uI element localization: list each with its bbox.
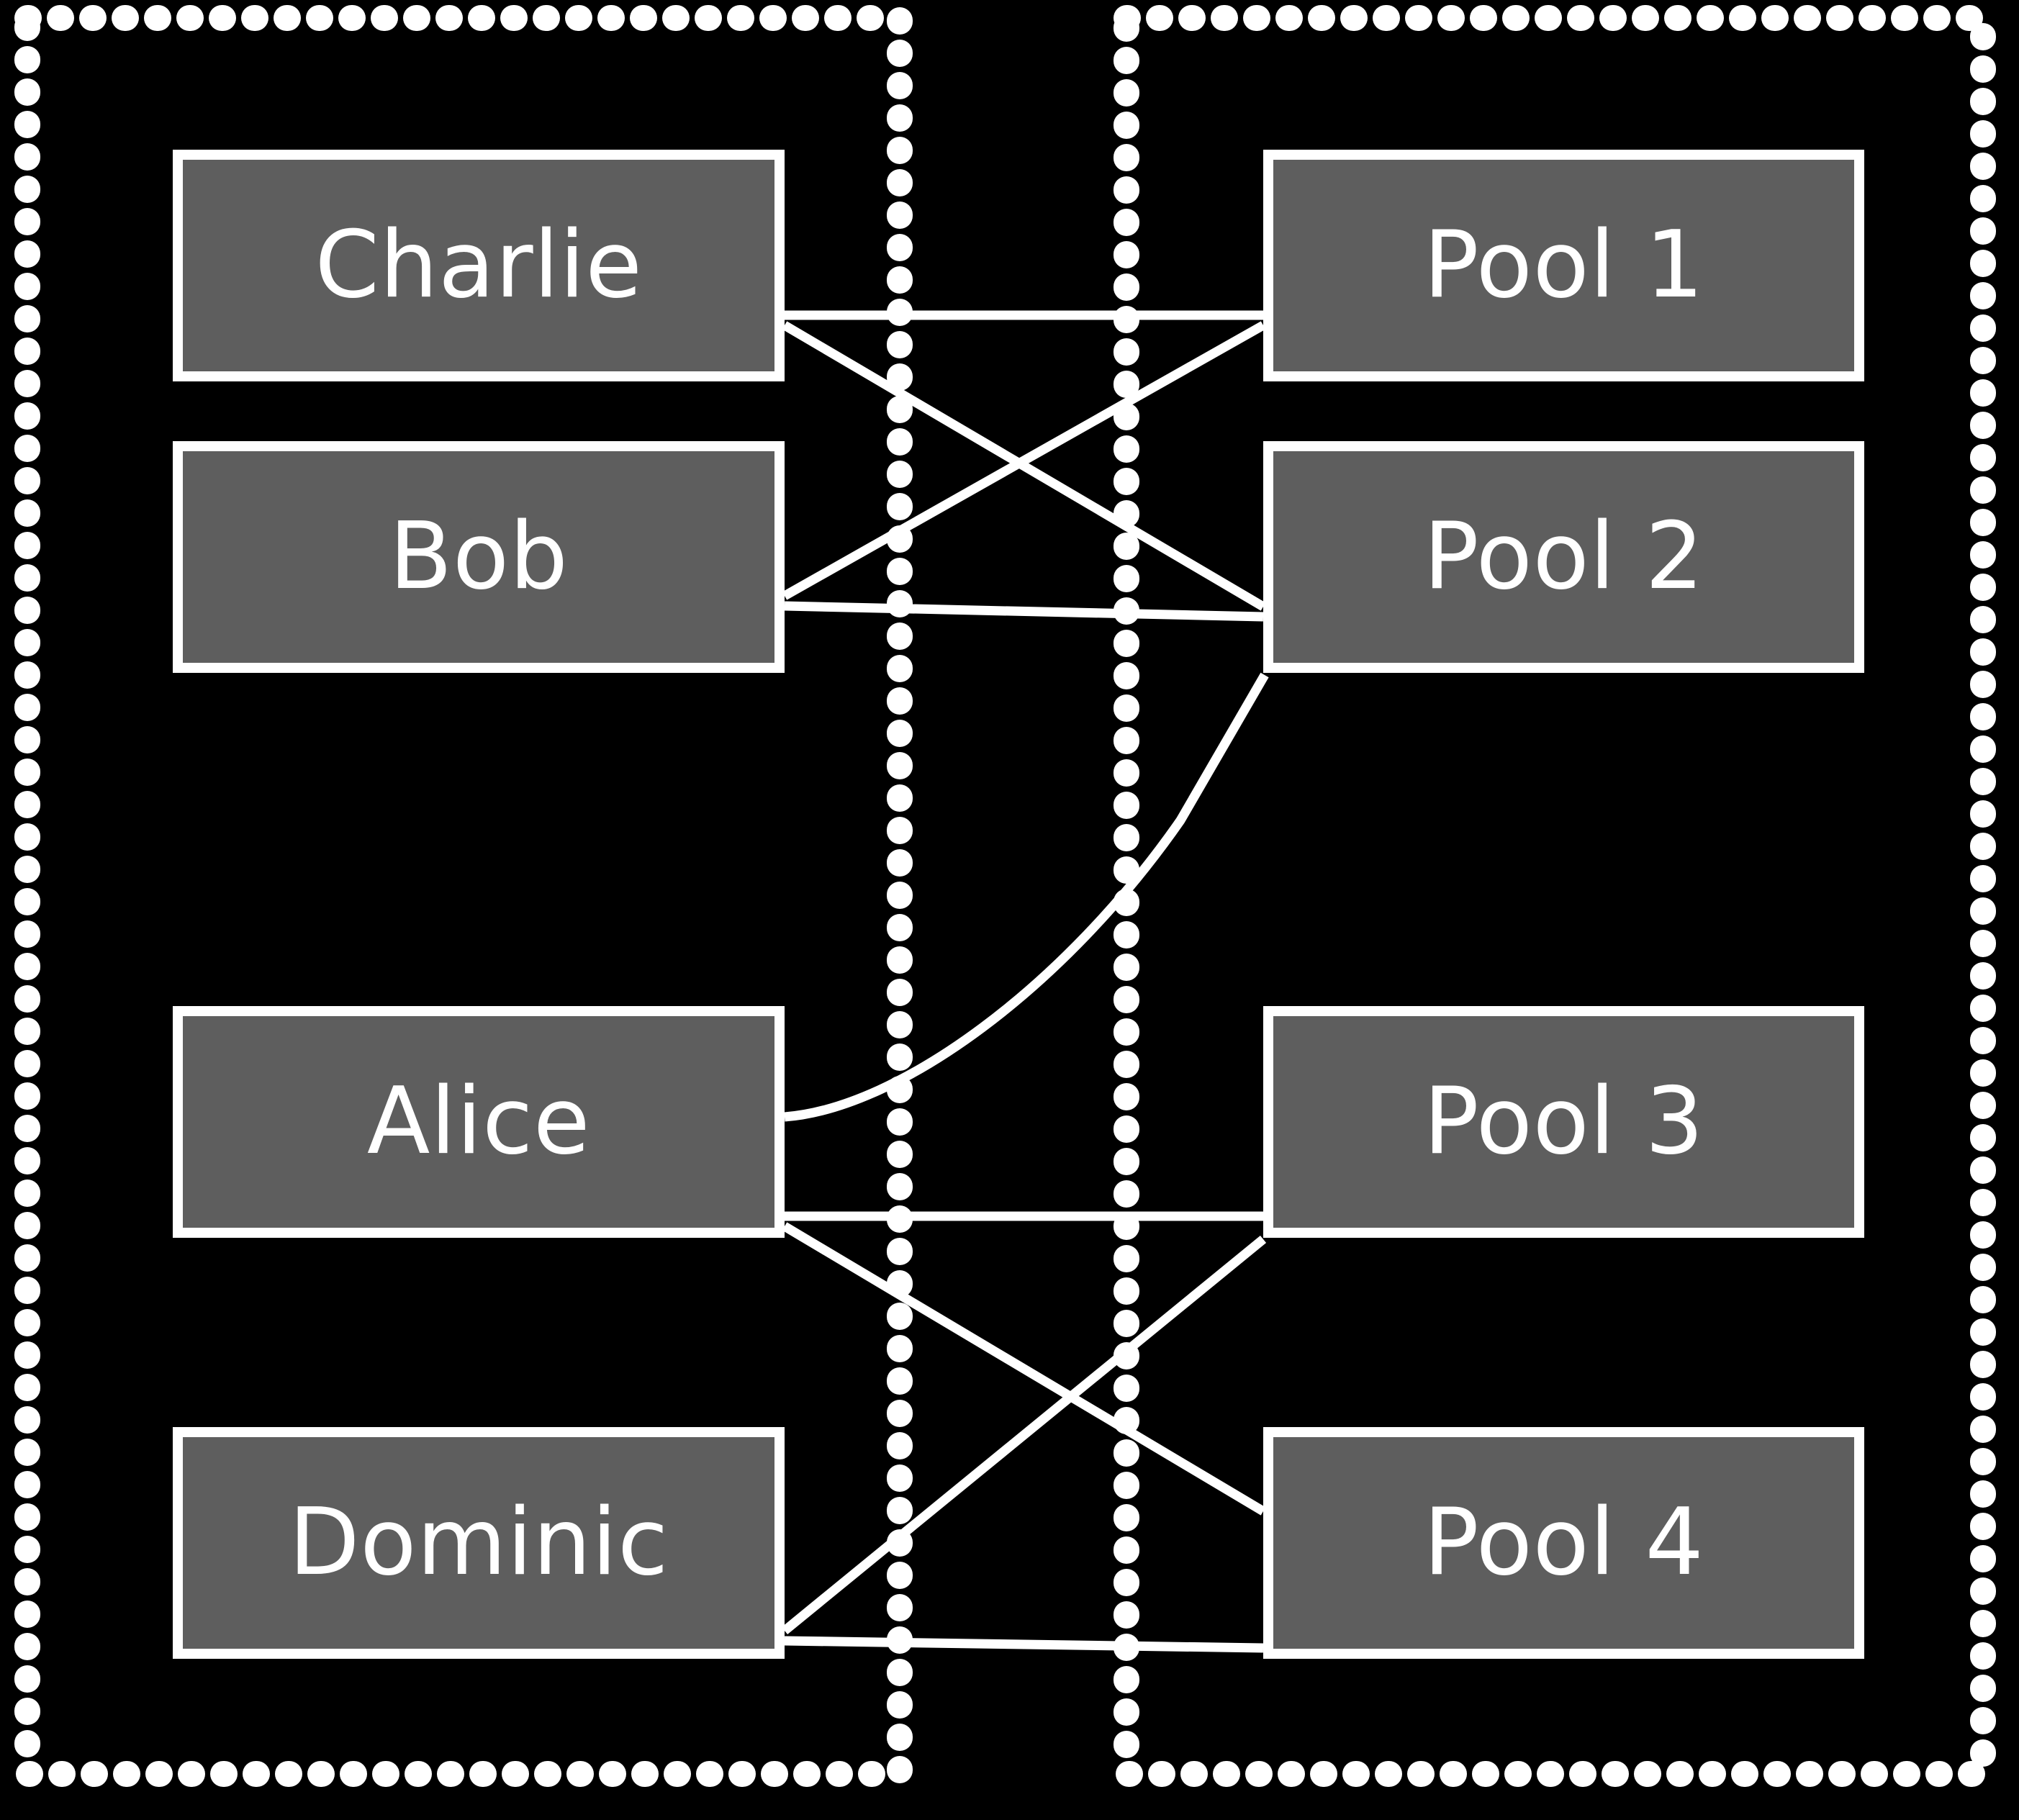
- edge-dominic-pool3: [781, 1235, 1267, 1635]
- node-pool1[interactable]: Pool 1: [1263, 150, 1864, 381]
- node-pool2-label: Pool 2: [1423, 503, 1704, 610]
- node-alice[interactable]: Alice: [173, 1006, 785, 1238]
- node-pool2[interactable]: Pool 2: [1263, 441, 1864, 673]
- edge-bob-pool1: [782, 321, 1266, 600]
- edge-alice-pool2: [784, 672, 1269, 1122]
- node-pool4-label: Pool 4: [1423, 1489, 1704, 1596]
- edge-charlie-pool2: [782, 321, 1266, 611]
- edge-dominic-pool4: [784, 1636, 1264, 1653]
- node-pool3[interactable]: Pool 3: [1263, 1006, 1864, 1238]
- node-dominic-label: Dominic: [289, 1489, 669, 1596]
- node-pool3-label: Pool 3: [1423, 1068, 1704, 1175]
- node-bob[interactable]: Bob: [173, 441, 785, 673]
- node-charlie[interactable]: Charlie: [173, 150, 785, 381]
- node-charlie-label: Charlie: [315, 212, 643, 319]
- node-alice-label: Alice: [366, 1068, 591, 1175]
- node-pool1-label: Pool 1: [1423, 212, 1704, 319]
- node-bob-label: Bob: [389, 503, 569, 610]
- node-dominic[interactable]: Dominic: [173, 1427, 785, 1659]
- edge-bob-pool2: [784, 601, 1264, 622]
- node-pool4[interactable]: Pool 4: [1263, 1427, 1864, 1659]
- edge-alice-pool4: [782, 1222, 1266, 1516]
